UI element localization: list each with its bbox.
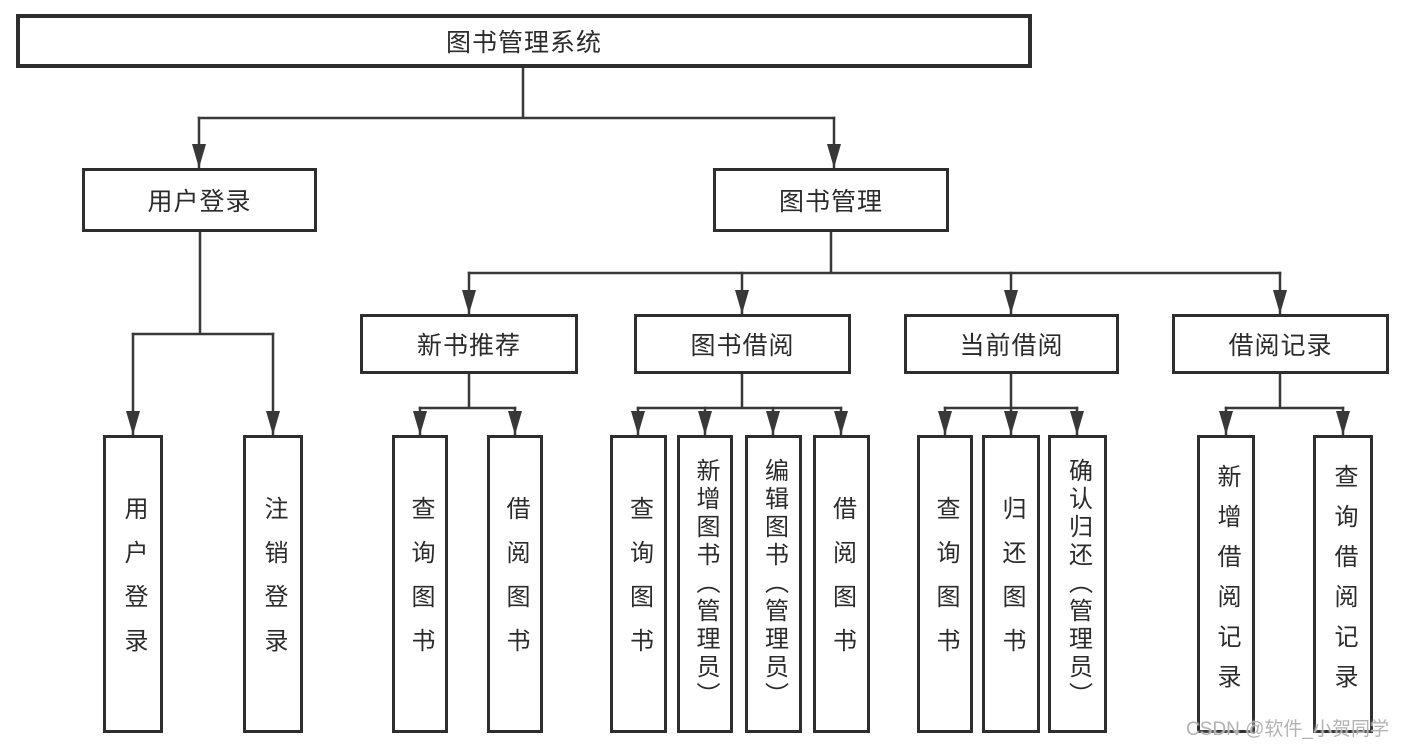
- node-label: 用户登录: [120, 496, 147, 672]
- edges-current-borrowing: [938, 372, 1084, 437]
- node-return-book: 归还图书: [982, 435, 1040, 733]
- node-current-borrowing: 当前借阅: [904, 314, 1119, 374]
- node-label: 用户登录: [147, 188, 252, 216]
- edges-new-book-recommendation: [413, 372, 522, 437]
- node-label: 图书管理系统: [445, 29, 602, 57]
- node-borrowing-records: 借阅记录: [1172, 314, 1389, 374]
- node-label: 借阅图书: [828, 496, 856, 672]
- node-new-book-recommendation: 新书推荐: [360, 314, 578, 374]
- node-add-borrow-record: 新增借阅记录: [1197, 435, 1255, 733]
- node-label: 借阅记录: [1228, 332, 1333, 360]
- node-query-books-3: 查询图书: [917, 435, 973, 733]
- edges-root: [192, 66, 841, 170]
- node-label: 当前借阅: [959, 332, 1064, 360]
- node-query-books-1: 查询图书: [392, 435, 448, 733]
- edges-user-login: [126, 230, 280, 437]
- node-label: 新书推荐: [416, 332, 521, 360]
- node-query-books-2: 查询图书: [610, 435, 667, 733]
- node-label: 确认归还（管理员）: [1064, 458, 1092, 710]
- edges-borrowing-records: [1219, 372, 1350, 437]
- node-label: 归还图书: [998, 496, 1025, 672]
- node-label: 查询图书: [932, 496, 959, 672]
- node-query-borrow-record: 查询借阅记录: [1313, 435, 1373, 733]
- node-label: 新增借阅记录: [1213, 464, 1240, 704]
- node-book-management: 图书管理: [713, 168, 949, 232]
- csdn-watermark: CSDN @软件_小贺同学: [1186, 719, 1389, 740]
- node-borrow-books-1: 借阅图书: [487, 435, 543, 733]
- node-label: 图书管理: [778, 188, 883, 216]
- node-add-book-admin: 新增图书（管理员）: [677, 435, 733, 733]
- edges-book-management: [462, 230, 1287, 316]
- node-library-management-system: 图书管理系统: [16, 14, 1032, 68]
- node-label: 图书借阅: [690, 332, 795, 360]
- node-label: 新增图书（管理员）: [692, 458, 719, 710]
- node-label: 查询借阅记录: [1330, 464, 1357, 704]
- node-label: 编辑图书（管理员）: [760, 458, 788, 710]
- edges-book-borrowing: [631, 372, 848, 437]
- node-logout: 注销登录: [243, 435, 303, 733]
- node-user-login-leaf: 用户登录: [103, 435, 163, 733]
- node-borrow-books-2: 借阅图书: [813, 435, 870, 733]
- node-label: 注销登录: [260, 496, 287, 672]
- node-label: 借阅图书: [502, 496, 529, 672]
- node-label: 查询图书: [625, 496, 653, 672]
- node-confirm-return-admin: 确认归还（管理员）: [1048, 435, 1107, 733]
- node-user-login: 用户登录: [82, 168, 317, 232]
- node-edit-book-admin: 编辑图书（管理员）: [745, 435, 802, 733]
- node-label: 查询图书: [407, 496, 434, 672]
- node-book-borrowing: 图书借阅: [634, 314, 851, 374]
